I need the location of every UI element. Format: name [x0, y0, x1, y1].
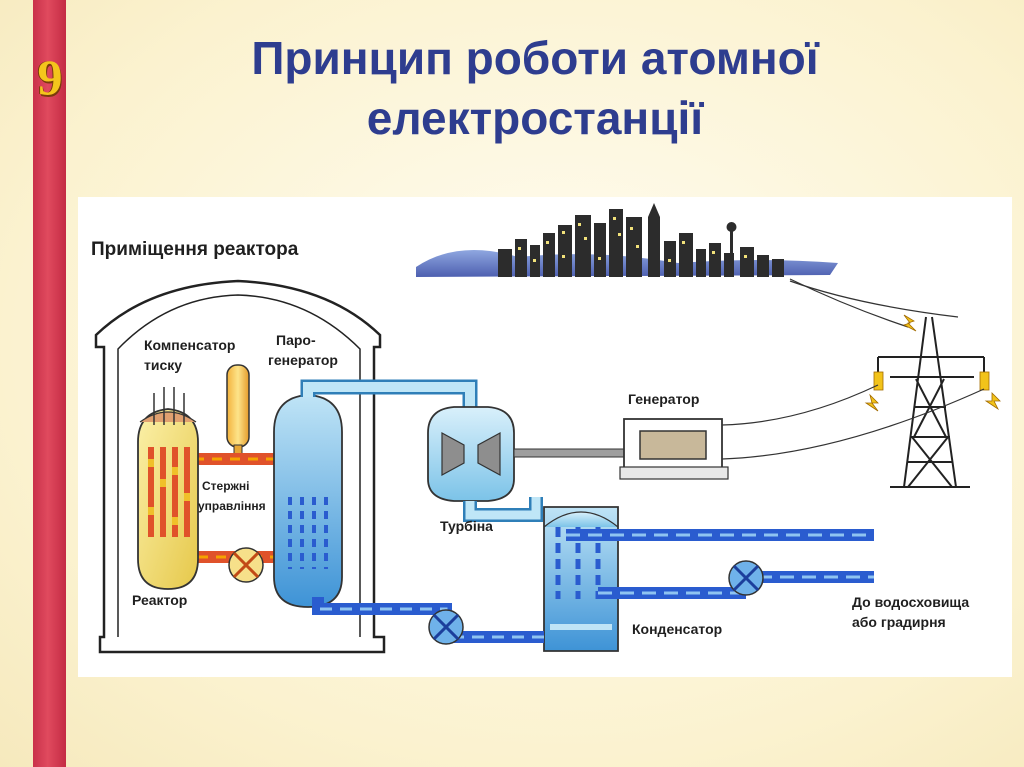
city-skyline [416, 203, 838, 277]
reactor-label: Реактор [132, 592, 187, 608]
steam-generator [273, 394, 343, 608]
reactor-room-heading: Приміщення реактора [91, 239, 299, 260]
power-line-city [789, 278, 909, 328]
containment-inner-wall [117, 294, 361, 637]
transmission-tower [877, 316, 985, 488]
generator-wire-2 [721, 388, 985, 460]
condenser-label: Конденсатор [632, 621, 722, 637]
cooling-pump-icon [728, 560, 764, 596]
primary-pump-icon [228, 547, 264, 583]
steam-pipe [303, 382, 475, 413]
exhaust-pipe [465, 497, 541, 520]
cooling-in-flow [598, 575, 874, 595]
pressurizer-label-1: Компенсатор [144, 337, 236, 353]
turbine-shaft [513, 448, 625, 458]
slide-title-line1: Принцип роботи атомної [251, 32, 819, 84]
reactor-vessel [137, 387, 199, 590]
reservoir-label-2: або градирня [852, 614, 946, 630]
turbine [427, 406, 515, 502]
power-line-city-2 [789, 280, 959, 318]
pressurizer-label-2: тиску [144, 357, 182, 373]
lightning-insulator-icons [864, 314, 1001, 412]
slide-title-line2: електростанції [366, 92, 704, 144]
npp-diagram: Приміщення реактора [78, 197, 1012, 677]
npp-diagram-svg: Приміщення реактора [91, 203, 1001, 654]
pressurizer [226, 364, 250, 460]
generator-wire-1 [721, 384, 879, 426]
reservoir-label-1: До водосховища [852, 594, 969, 610]
feedwater-pump-icon [428, 609, 464, 645]
steam-generator-label-2: генератор [268, 352, 338, 368]
turbine-label: Турбіна [440, 518, 493, 534]
slide-number: 9 [37, 49, 63, 105]
generator [619, 418, 729, 480]
control-rods-label-1: Стержні [202, 479, 249, 493]
condenser [543, 506, 619, 652]
generator-label: Генератор [628, 391, 699, 407]
steam-generator-label-1: Паро- [276, 332, 316, 348]
side-stripe [33, 0, 66, 767]
control-rods-label-2: управління [198, 499, 266, 513]
